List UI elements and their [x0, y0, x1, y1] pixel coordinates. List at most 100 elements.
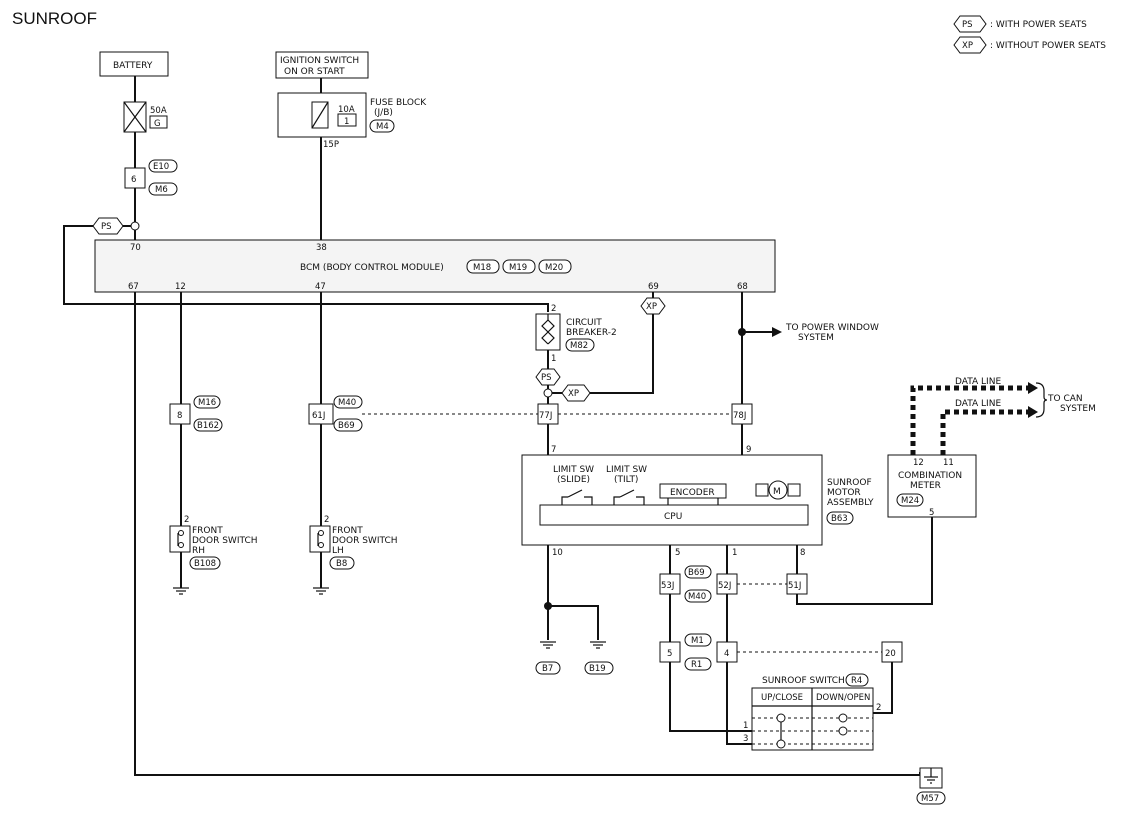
- bcm-pin-70: 70: [130, 243, 141, 253]
- motor-pin-7: 7: [551, 445, 556, 455]
- connector-m4-label: M4: [376, 122, 389, 132]
- motor-pin-5: 5: [675, 548, 680, 558]
- connector-m20-label: M20: [545, 263, 563, 273]
- connector-e10-label: E10: [153, 162, 169, 172]
- legend-ps-tag: PS: [962, 20, 973, 30]
- connector-61j-pin: 61J: [312, 411, 325, 421]
- connector-b162-label: B162: [197, 421, 219, 431]
- ignition-line1: IGNITION SWITCH: [280, 56, 359, 66]
- connector-77j-pin: 77J: [539, 411, 552, 421]
- breaker-pin-top: 2: [551, 304, 556, 314]
- fuse-50a-code-box: [149, 115, 168, 129]
- connector-b108: [189, 556, 221, 570]
- ground-b7: [535, 661, 561, 675]
- connector-b69-a: [333, 418, 363, 432]
- motor-pin-10: 10: [552, 548, 563, 558]
- connector-5-pin: 5: [667, 649, 672, 659]
- connector-m40-b-label: M40: [688, 592, 706, 602]
- legend-ps-text: : WITH POWER SEATS: [990, 20, 1087, 30]
- to-can-line2: SYSTEM: [1060, 404, 1096, 414]
- fuse-block-line1: FUSE BLOCK: [370, 98, 427, 108]
- motor-pin-1: 1: [732, 548, 737, 558]
- switch-up-close: UP/CLOSE: [761, 693, 803, 703]
- motor-label-line2: MOTOR: [827, 488, 861, 498]
- bcm-pin-67: 67: [128, 282, 139, 292]
- connector-m6-label: M6: [155, 185, 168, 195]
- connector-m4: [369, 119, 395, 133]
- door-lh-pin: 2: [324, 515, 329, 525]
- connector-m20: [538, 259, 572, 274]
- cpu-box: [539, 504, 809, 526]
- connector-4-pin: 4: [724, 649, 729, 659]
- battery-box: [99, 51, 169, 77]
- encoder-label: ENCODER: [670, 488, 715, 498]
- connector-b162: [193, 418, 223, 432]
- switch-pin-3: 3: [743, 734, 748, 744]
- limit-slide-line1: LIMIT SW: [553, 465, 594, 475]
- encoder-box: [659, 483, 727, 499]
- bcm-pin-38: 38: [316, 243, 327, 253]
- connector-m82-label: M82: [570, 341, 588, 351]
- door-lh-line3: LH: [332, 546, 344, 556]
- combo-line2: METER: [910, 481, 941, 491]
- motor-icon: [768, 480, 788, 500]
- fuse-block-amp: 10A: [338, 105, 355, 115]
- power-window-line1: TO POWER WINDOW: [785, 323, 879, 333]
- door-lh-line1: FRONT: [332, 526, 363, 536]
- motor-m-label: M: [773, 487, 781, 497]
- limit-slide-line2: (SLIDE): [557, 475, 590, 485]
- legend-xp-text: : WITHOUT POWER SEATS: [990, 41, 1106, 51]
- limit-switch-tilt: [613, 489, 645, 505]
- door-rh-line2: DOOR SWITCH: [192, 536, 258, 546]
- fuse-block-line2: (J/B): [374, 108, 393, 118]
- combo-pin-11: 11: [943, 458, 954, 468]
- legend: PS : WITH POWER SEATS XP : WITHOUT POWER…: [953, 15, 1106, 54]
- sunroof-switch-label: SUNROOF SWITCH: [762, 676, 845, 686]
- connector-52j-pin: 52J: [718, 581, 731, 591]
- fuse-block-pin: 15P: [323, 140, 339, 150]
- connector-m24: [896, 493, 924, 507]
- combo-line1: COMBINATION: [898, 471, 962, 481]
- breaker-line2: BREAKER-2: [566, 328, 617, 338]
- connector-m18: [466, 259, 500, 274]
- door-rh-pin: 2: [184, 515, 189, 525]
- ps-tag-breaker-label: PS: [541, 373, 552, 383]
- connector-m24-label: M24: [901, 496, 919, 506]
- can-brace: [1035, 382, 1048, 418]
- breaker-line1: CIRCUIT: [566, 318, 602, 328]
- door-rh-line3: RH: [192, 546, 205, 556]
- bcm-pin-68: 68: [737, 282, 748, 292]
- motor-pin-9: 9: [746, 445, 751, 455]
- fuse-50a-code: G: [154, 119, 161, 129]
- connector-b8-label: B8: [336, 559, 347, 569]
- bcm-label: BCM (BODY CONTROL MODULE): [300, 263, 444, 273]
- fuse-block-num: 1: [344, 117, 349, 127]
- connector-53j-pin: 53J: [661, 581, 674, 591]
- connector-m19: [502, 259, 536, 274]
- motor-mount-r: [787, 483, 801, 497]
- cpu-label: CPU: [664, 512, 682, 522]
- ps-tag-breaker: [535, 368, 561, 386]
- connector-b8: [329, 556, 355, 570]
- connector-8-pin: 8: [177, 411, 182, 421]
- connector-r1-label: R1: [691, 660, 702, 670]
- battery-label: BATTERY: [113, 61, 153, 71]
- bcm-pin-47: 47: [315, 282, 326, 292]
- xp-tag-bcm: [640, 297, 666, 315]
- limit-tilt-line2: (TILT): [614, 475, 638, 485]
- switch-down-open: DOWN/OPEN: [816, 693, 870, 703]
- connector-b69-a-label: B69: [338, 421, 355, 431]
- ground-b7-label: B7: [542, 664, 553, 674]
- combination-meter: [887, 454, 977, 518]
- connector-b63: [826, 511, 854, 525]
- connector-6-pin: 6: [131, 175, 136, 185]
- connector-e10: [148, 159, 178, 173]
- switch-contact-up-2: [776, 739, 786, 749]
- connector-b63-label: B63: [831, 514, 848, 524]
- motor-mount-l: [755, 483, 769, 497]
- door-rh-line1: FRONT: [192, 526, 223, 536]
- to-can-line1: TO CAN: [1047, 394, 1083, 404]
- door-switch-lh: [309, 525, 331, 553]
- door-lh-line2: DOOR SWITCH: [332, 536, 398, 546]
- ground-b19: [584, 661, 614, 675]
